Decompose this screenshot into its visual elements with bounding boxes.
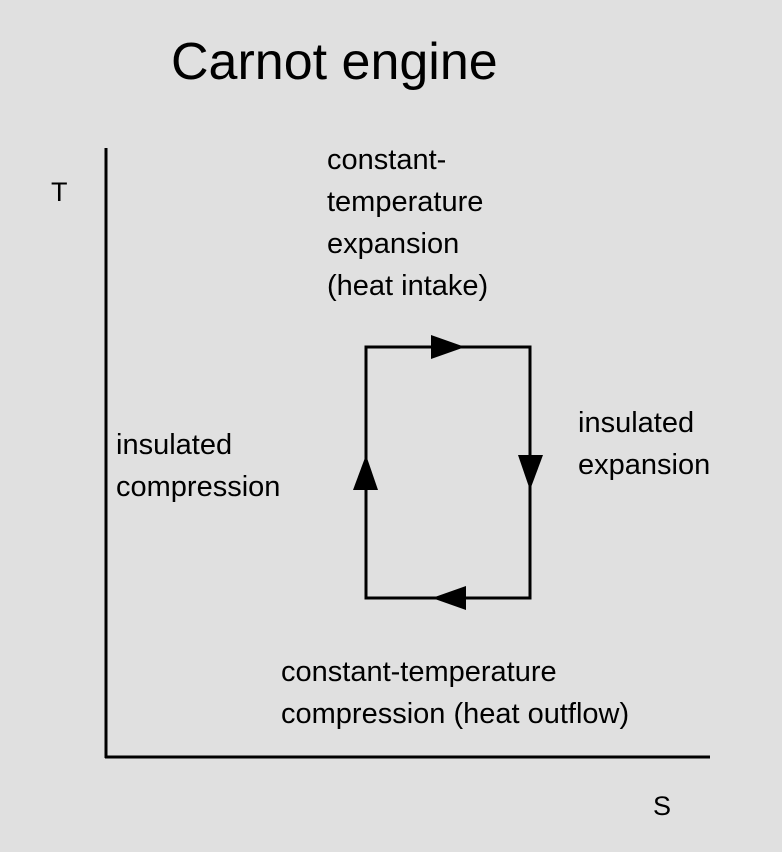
stage-label-line: constant- <box>327 144 447 176</box>
stage-label-top: constant- temperature expansion (heat in… <box>327 139 488 307</box>
stage-label-line: constant-temperature <box>281 656 557 688</box>
arrow-right-down <box>518 455 543 490</box>
stage-label-line: compression (heat outflow) <box>281 698 630 730</box>
stage-label-line: (heat intake) <box>327 270 489 302</box>
stage-label-line: expansion <box>578 449 711 481</box>
stage-label-bottom: constant-temperature compression (heat o… <box>281 651 629 735</box>
arrow-left-up <box>353 455 378 490</box>
diagram-title: Carnot engine <box>171 33 498 91</box>
arrow-top-right <box>431 335 465 359</box>
cycle-path <box>364 345 532 600</box>
stage-label-right: insulated expansion <box>578 402 710 486</box>
arrow-bottom-left <box>432 586 466 610</box>
stage-label-line: insulated <box>116 429 233 461</box>
stage-label-line: expansion <box>327 228 460 260</box>
stage-label-left: insulated compression <box>116 424 280 508</box>
stage-label-line: temperature <box>327 186 484 218</box>
y-axis-label: T <box>51 177 68 207</box>
stage-label-line: compression <box>116 471 281 503</box>
x-axis-label: S <box>653 791 672 821</box>
stage-label-line: insulated <box>578 407 695 439</box>
